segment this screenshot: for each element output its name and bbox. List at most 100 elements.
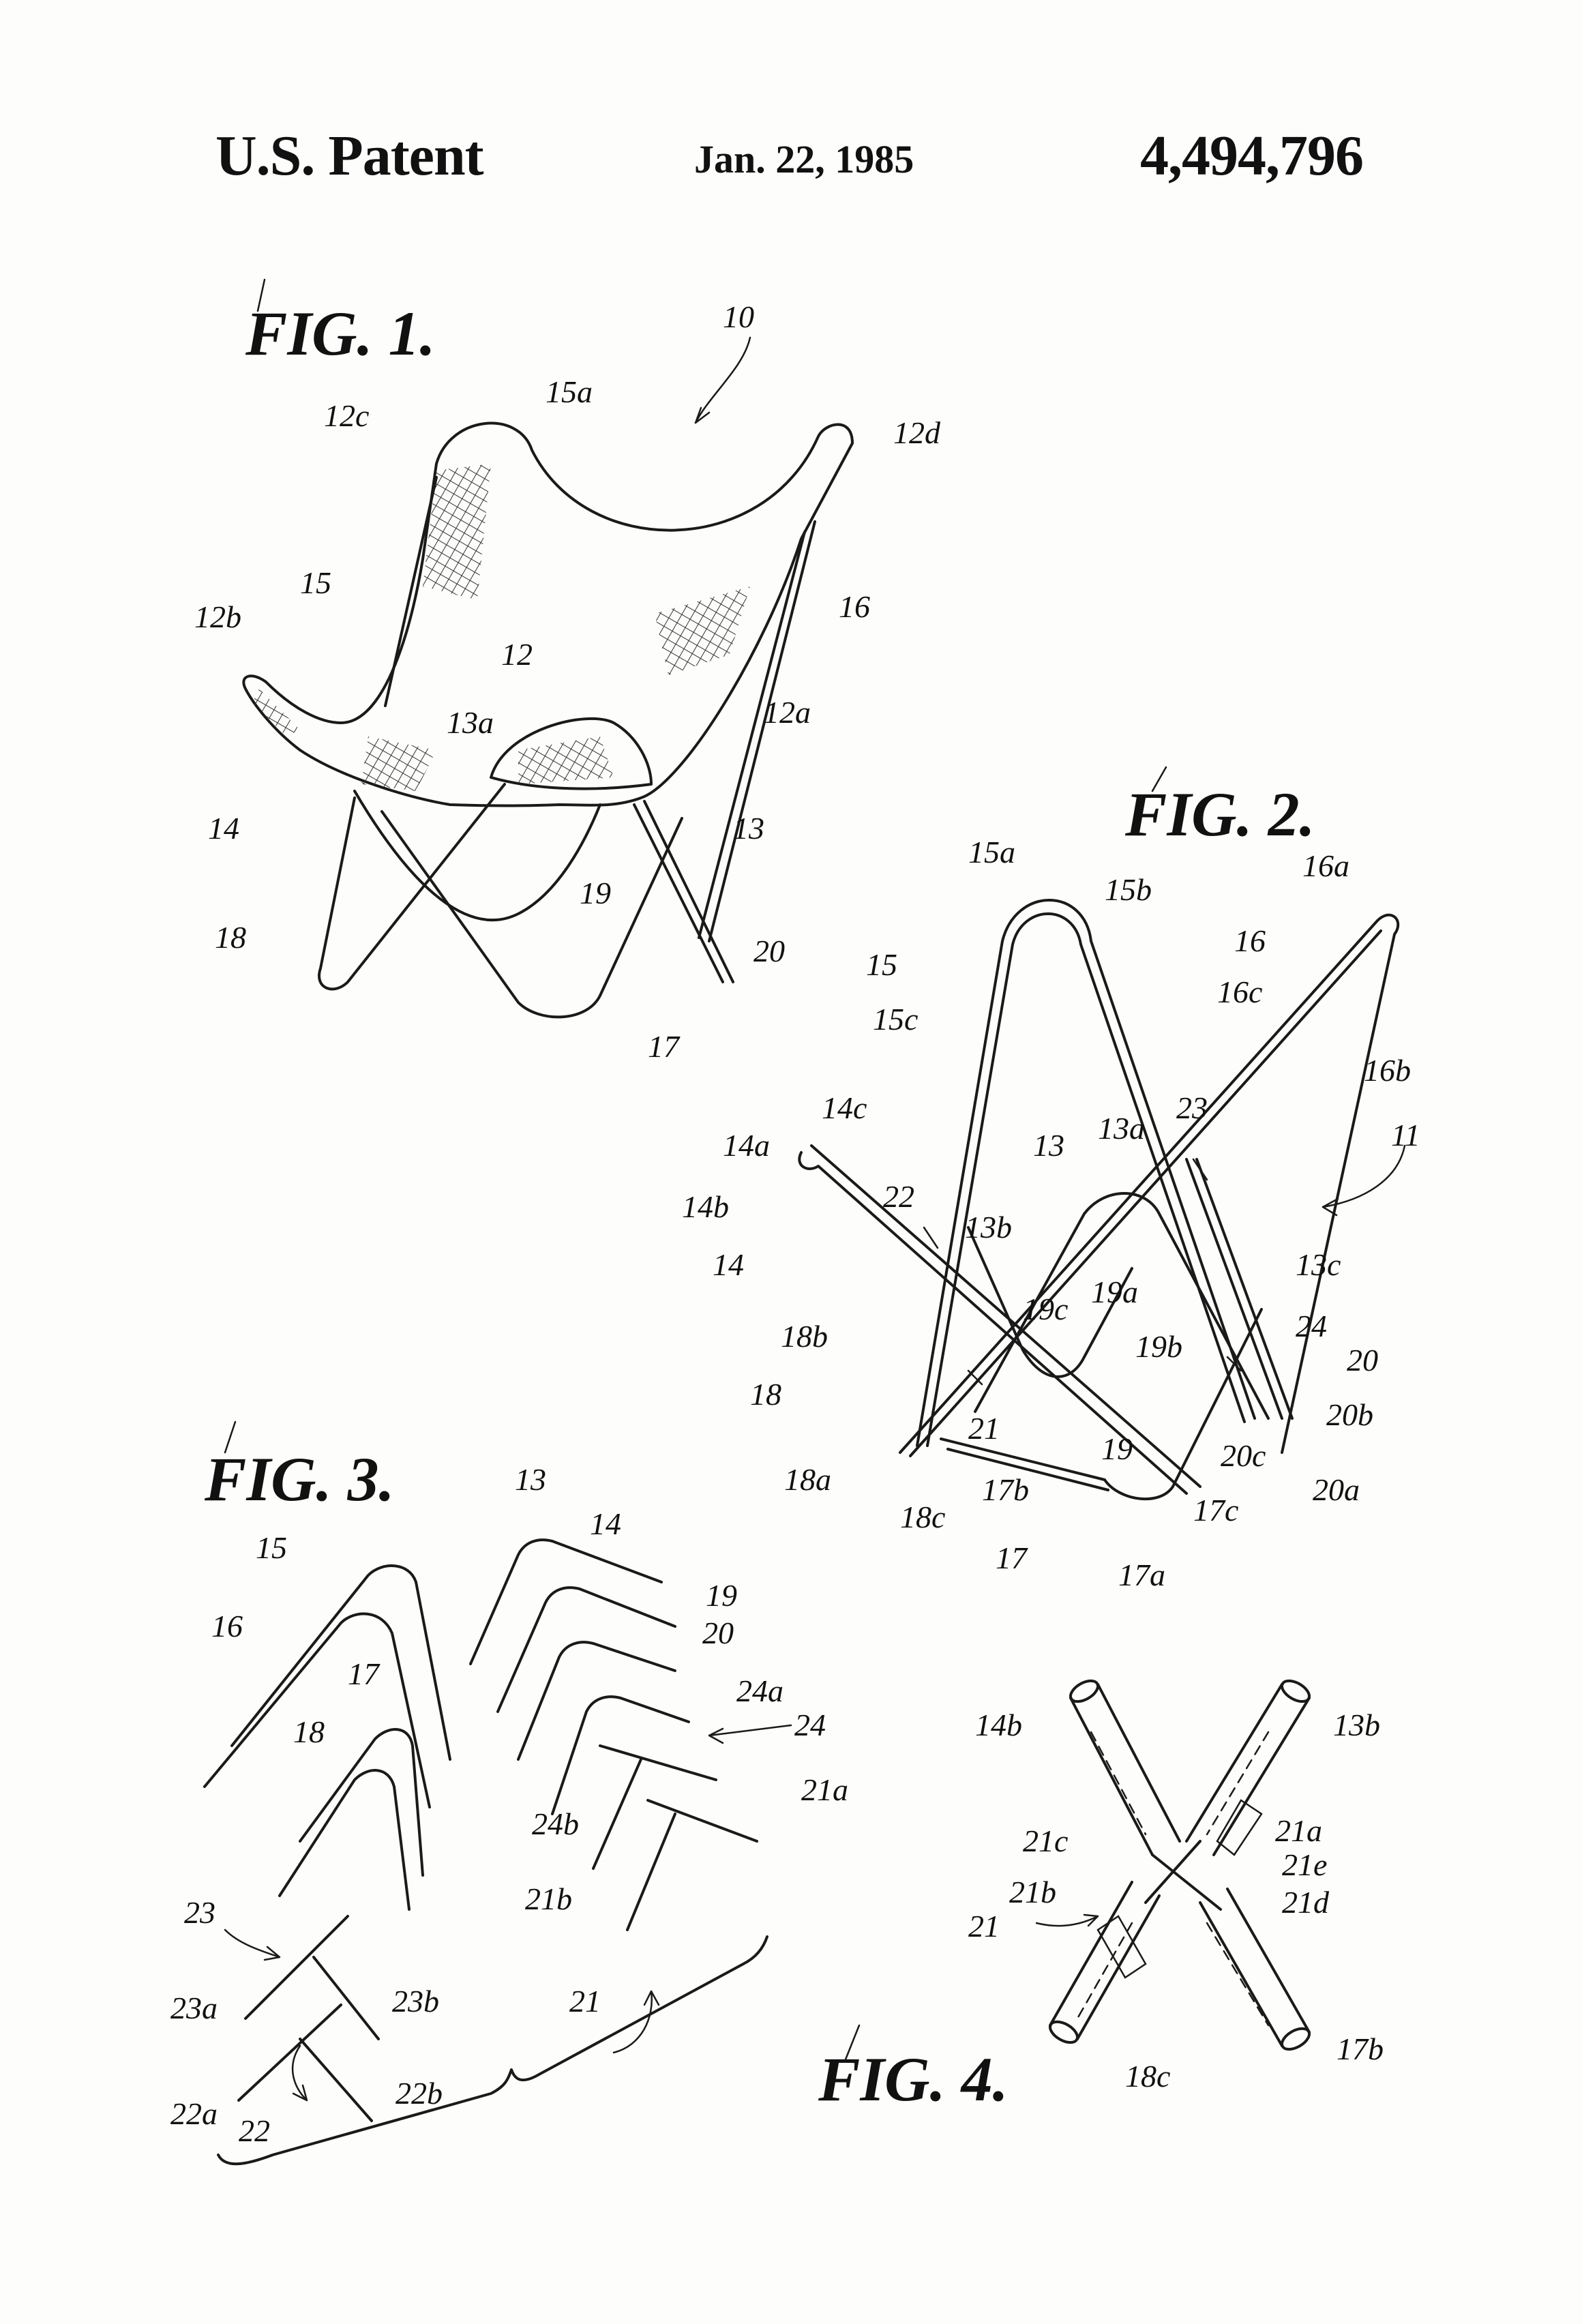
fig3-connector-23: [244, 1915, 380, 2040]
fig1-frame-rod-16b: [698, 531, 806, 939]
fig3-label: 21: [569, 1984, 601, 2018]
fig3-connector-24: [592, 1744, 717, 1870]
fig1-label: 13a: [447, 705, 494, 740]
fig2-label: 17a: [1118, 1558, 1165, 1592]
fig2-rod-20: [1185, 1158, 1283, 1420]
fig2-rod-16: [899, 913, 1400, 1454]
fig1-caption-tick: [256, 278, 266, 312]
fig3-label: 20: [702, 1615, 734, 1650]
fig3-label: 23: [184, 1895, 215, 1930]
fig4-connector-21: [1144, 1840, 1222, 1911]
fig2-label: 18: [750, 1377, 781, 1412]
fig3-label: 14: [590, 1506, 621, 1541]
fig3-connector-22: [237, 2003, 373, 2122]
fig4-label: 21d: [1282, 1885, 1330, 1920]
fig1-label: 20: [753, 934, 785, 968]
fig4-label: 21b: [1009, 1875, 1056, 1909]
fig4-tube-14b: [1069, 1683, 1181, 1856]
fig2-label: 16b: [1364, 1053, 1411, 1088]
fig2-loop-13: [974, 1192, 1270, 1420]
fig1-label: 16: [839, 589, 870, 624]
fig3-rod-20: [551, 1695, 690, 1815]
fig3-label: 18: [293, 1714, 325, 1749]
fig1-leader-10: [694, 336, 751, 424]
fig2-label: 14a: [723, 1128, 770, 1163]
fig4-caption: FIG. 4.: [818, 2044, 1009, 2114]
fig2-label: 18c: [900, 1500, 945, 1534]
fig3-label: 15: [256, 1530, 287, 1565]
fig3-rod-14: [496, 1586, 676, 1713]
fig4-label: 21: [968, 1909, 1000, 1943]
fig2-label: 13c: [1296, 1247, 1341, 1282]
figure-3: FIG. 3. 15 13 14: [170, 1420, 848, 2166]
fig3-label: 24a: [736, 1673, 783, 1708]
fig3-caption: FIG. 3.: [204, 1444, 395, 1514]
fig3-label: 23a: [170, 1991, 218, 2025]
fig2-label: 16: [1234, 923, 1266, 958]
fig2-label: 21: [968, 1411, 1000, 1446]
fig2-rod-15: [916, 899, 1256, 1447]
fig2-label: 15a: [968, 835, 1015, 869]
patent-date: Jan. 22, 1985: [694, 137, 914, 181]
fig1-label: 12: [501, 637, 533, 672]
fig2-label: 17b: [982, 1472, 1029, 1507]
fig2-label: 22: [883, 1179, 914, 1214]
fig2-label: 20: [1347, 1343, 1378, 1377]
fig2-label: 20a: [1313, 1472, 1360, 1507]
fig3-leader-24: [708, 1724, 792, 1744]
fig3-rod-16: [203, 1612, 431, 1808]
fig2-label: 15: [866, 947, 897, 982]
fig2-label: 13b: [965, 1210, 1012, 1245]
fig4-label: 17b: [1337, 2031, 1384, 2066]
fig1-frame-rod-20: [633, 803, 724, 983]
fig1-front-pocket: [490, 717, 653, 790]
fig3-rod-19: [517, 1641, 676, 1761]
fig1-label: 15a: [546, 374, 593, 409]
fig2-label: 18b: [781, 1319, 828, 1354]
fig2-label: 19b: [1135, 1329, 1182, 1364]
fig1-frame-rod-15: [384, 476, 438, 707]
fig3-leader-23: [224, 1928, 281, 1961]
fig4-caption-tick: [844, 2024, 861, 2061]
fig2-label: 14b: [682, 1189, 729, 1224]
fig2-label: 15c: [873, 1002, 918, 1037]
fig2-label: 18a: [784, 1462, 831, 1497]
fig1-label: 17: [648, 1029, 681, 1064]
fig3-rod-18: [278, 1769, 411, 1911]
fig4-label: 21c: [1023, 1823, 1068, 1858]
fig2-label: 11: [1391, 1118, 1420, 1152]
fig2-label: 13: [1033, 1128, 1064, 1163]
fig2-loop-19: [967, 1226, 1133, 1378]
fig4-leader-21: [1035, 1913, 1099, 1927]
fig3-rod-15: [230, 1564, 451, 1761]
fig1-label: 15: [300, 565, 331, 600]
fig2-caption-tick: [1151, 766, 1167, 792]
fig1-caption: FIG. 1.: [245, 299, 436, 368]
fig1-label: 19: [580, 876, 611, 910]
fig1-label: 14: [208, 811, 239, 846]
fig2-leader-11: [1322, 1144, 1406, 1208]
fig2-caption: FIG. 2.: [1124, 779, 1315, 849]
fig3-label: 19: [706, 1578, 737, 1613]
fig2-label: 19a: [1091, 1275, 1138, 1309]
fig2-label: 23: [1176, 1090, 1208, 1125]
fig2-label: 17c: [1193, 1493, 1238, 1528]
fig1-label: 18: [215, 920, 246, 955]
figure-1: FIG. 1. 10 12c 15: [194, 278, 941, 1064]
fig2-label: 15b: [1105, 872, 1152, 907]
fig3-label: 22a: [170, 2096, 218, 2131]
patent-number: 4,494,796: [1140, 124, 1364, 188]
fig4-label: 18c: [1125, 2059, 1170, 2094]
fig1-frame-loop-19: [353, 790, 601, 922]
fig3-leader-21: [612, 1990, 660, 2054]
fig4-tube-13b: [1185, 1683, 1311, 1856]
fig3-label: 17: [348, 1656, 380, 1691]
fig3-label: 23b: [392, 1984, 439, 2018]
fig1-label: 12d: [893, 415, 941, 450]
fig2-rod-14: [798, 1151, 1188, 1495]
fig2-loop-17: [940, 1308, 1263, 1501]
fig3-brace: [217, 1935, 768, 2166]
fig3-caption-tick: [224, 1420, 237, 1454]
